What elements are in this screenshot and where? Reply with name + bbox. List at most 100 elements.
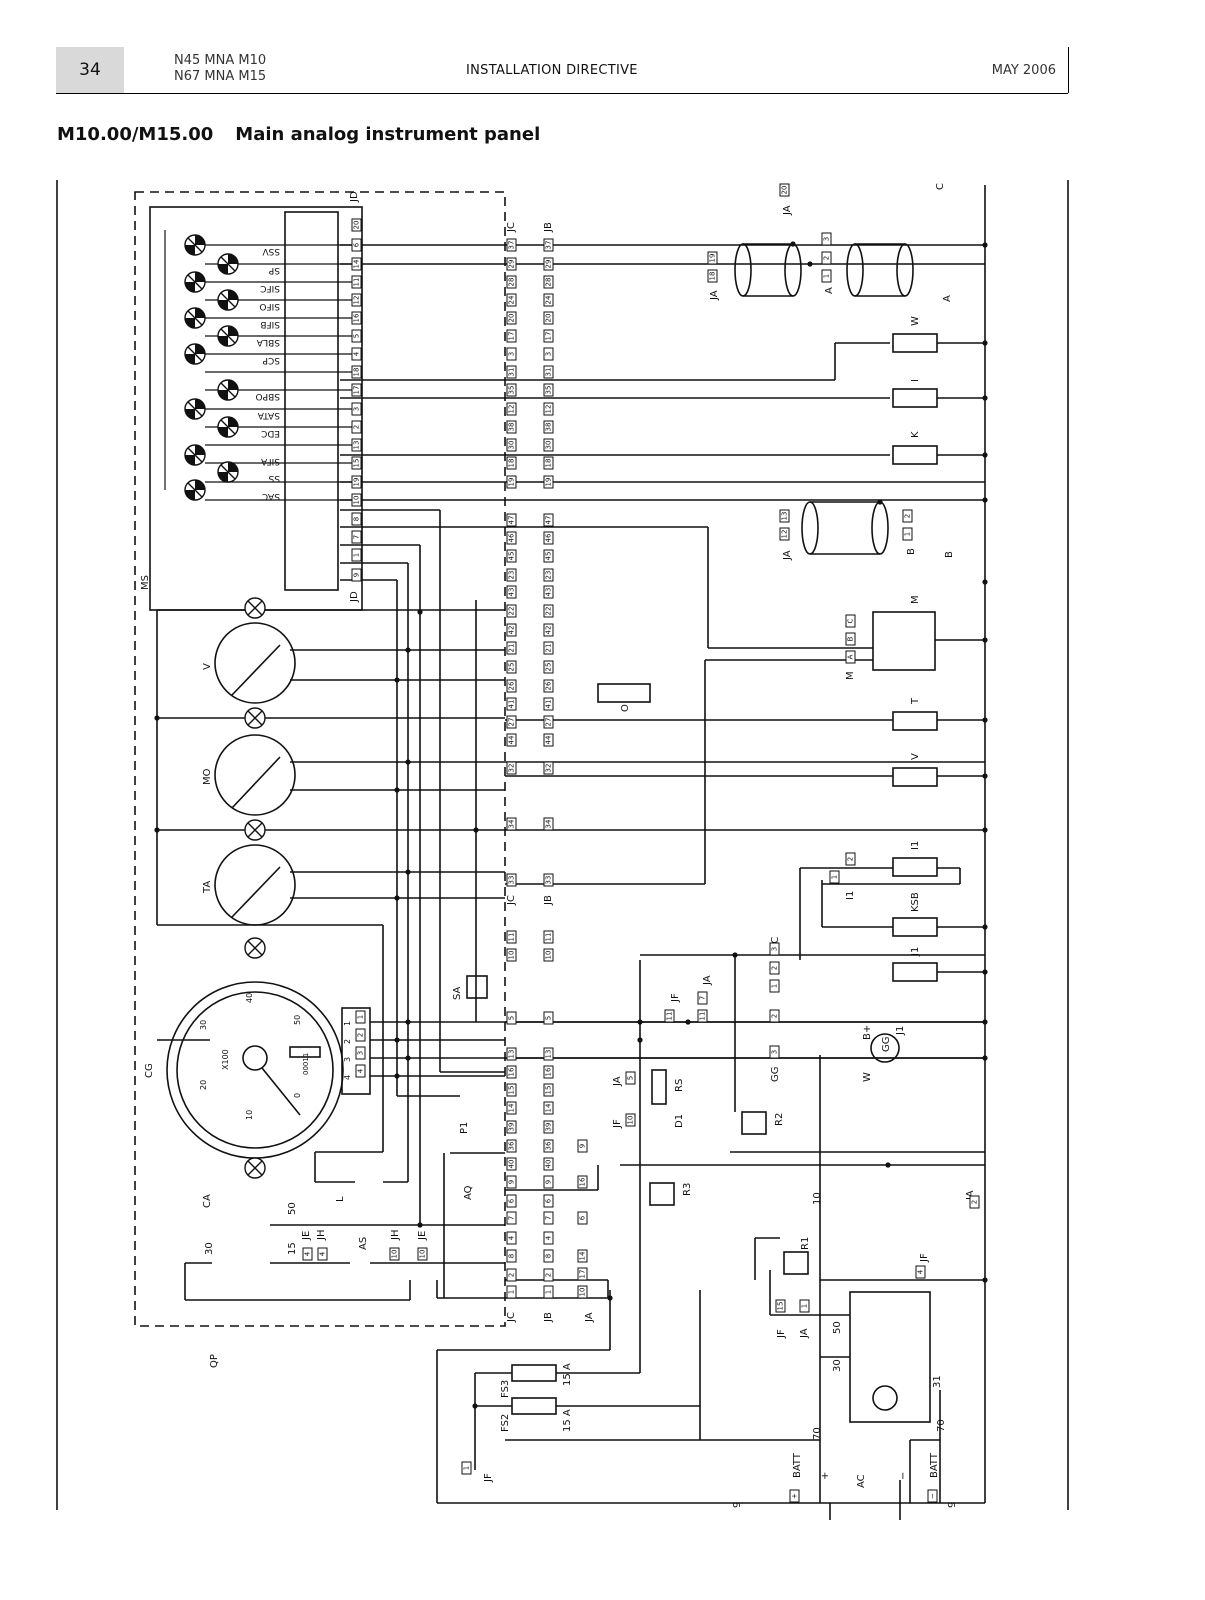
jb-pin-12: 12 [543, 402, 554, 416]
jd-pin-18: 18 [351, 365, 362, 379]
jc-mid-pin-4-29: 4 [506, 1231, 517, 1245]
jc-mid-pin-42-6: 42 [506, 623, 517, 637]
junction-22 [982, 773, 988, 779]
jc-mid-pin-46-1: 46 [506, 531, 517, 545]
svg-text:10: 10 [627, 1116, 635, 1125]
jb-mid-pin-33-15: 33 [543, 873, 554, 887]
right-pin-22: 11 [664, 1009, 675, 1023]
svg-text:11: 11 [699, 1012, 707, 1021]
svg-text:16: 16 [579, 1177, 587, 1186]
svg-text:46: 46 [545, 533, 553, 542]
jb-pin-30: 30 [543, 438, 554, 452]
right-pin-33: 4 [915, 1265, 926, 1279]
jb-mid-pin-45-2: 45 [543, 549, 554, 563]
svg-text:13: 13 [781, 512, 789, 521]
jb-mid-pin-9-26: 9 [543, 1175, 554, 1189]
svg-text:16: 16 [353, 313, 361, 322]
comp-m-pin-label: M [845, 671, 856, 680]
junction-7 [394, 895, 400, 901]
junction-5 [394, 677, 400, 683]
connector-jd-bottom-label: JD [349, 591, 360, 603]
junction-16 [982, 395, 988, 401]
junction-33 [394, 1037, 400, 1043]
tacho-lamp-bottom [244, 1157, 266, 1179]
jb-mid-pin-5-18: 5 [543, 1011, 554, 1025]
jc-pin-12: 12 [506, 402, 517, 416]
gauge-mo-label: MO [202, 768, 213, 785]
svg-text:28: 28 [508, 278, 516, 287]
svg-text:4: 4 [304, 1251, 312, 1256]
jb-pin-28: 28 [543, 275, 554, 289]
svg-text:18: 18 [709, 272, 717, 281]
line-10-label: 10 [812, 1192, 823, 1205]
jb-mid-pin-4-29: 4 [543, 1231, 554, 1245]
gg-bplus-label: B+ [862, 1025, 873, 1040]
svg-text:10: 10 [353, 496, 361, 505]
header-right-rule [1068, 47, 1069, 93]
alternator-gg [870, 1033, 900, 1063]
jb-mid-pin-25-8: 25 [543, 660, 554, 674]
lamp-sbla [217, 325, 239, 347]
ca-15-label: 15 [287, 1242, 298, 1255]
junction-38 [807, 261, 813, 267]
jc-pin-3: 3 [506, 347, 517, 361]
svg-text:1: 1 [831, 875, 839, 879]
model-2: N67 MNA M15 [174, 69, 267, 84]
jc-pin-28: 28 [506, 275, 517, 289]
junction-1 [154, 827, 160, 833]
lamp-label-sifo: SIFO [259, 301, 280, 311]
junction-14 [982, 242, 988, 248]
svg-text:26: 26 [545, 681, 553, 690]
tacho-pin-label-3: 3 [343, 1057, 352, 1062]
jc-pin-24: 24 [506, 293, 517, 307]
right-pin-17: 1 [769, 979, 780, 993]
junction-27 [982, 1055, 988, 1061]
junction-18 [982, 497, 988, 503]
svg-text:32: 32 [508, 764, 516, 773]
lamp-label-ssv: SSV [262, 246, 280, 256]
svg-text:1: 1 [771, 984, 779, 988]
comp-i [892, 388, 938, 408]
comp-j1 [892, 962, 938, 982]
lamp-ss [217, 461, 239, 483]
jb-pin-3: 3 [543, 347, 554, 361]
line-70-right-label: 70 [936, 1419, 947, 1432]
right-pin-14: 1 [829, 870, 840, 884]
line-9-right-label: 9 [947, 1502, 958, 1508]
jd-pin-6: 6 [351, 238, 362, 252]
jb-mid-pin-13-19: 13 [543, 1047, 554, 1061]
svg-text:18: 18 [353, 368, 361, 377]
svg-text:3: 3 [823, 237, 831, 241]
svg-text:6: 6 [508, 1198, 516, 1203]
ja-rs-label: JA [612, 1076, 623, 1087]
tacho-pin-2: 2 [355, 1028, 366, 1042]
svg-text:15: 15 [508, 1086, 516, 1095]
jc-mid-pin-1-32: 1 [506, 1285, 517, 1299]
jc-pin-31: 31 [506, 365, 517, 379]
svg-text:42: 42 [545, 626, 553, 635]
ac-label: AC [856, 1474, 867, 1488]
comp-m-label: M [910, 595, 921, 604]
lamp-edc [217, 416, 239, 438]
svg-text:11: 11 [545, 933, 553, 942]
comp-t-label: T [910, 697, 921, 705]
ms-driver [284, 211, 339, 591]
lamp-label-sata: SATA [257, 410, 280, 420]
r2-relay [741, 1111, 767, 1135]
tacho-lamp-top [244, 937, 266, 959]
jb-mid-pin-36-24: 36 [543, 1139, 554, 1153]
svg-text:31: 31 [545, 368, 553, 377]
aq-label: AQ [463, 1185, 474, 1200]
comp-o [597, 683, 651, 703]
jc-mid-pin-21-7: 21 [506, 641, 517, 655]
jc-pin-17: 17 [506, 329, 517, 343]
junction-32 [405, 1019, 411, 1025]
jd-pin-5: 5 [351, 329, 362, 343]
junction-19 [982, 579, 988, 585]
junction-10 [637, 1019, 643, 1025]
svg-text:26: 26 [508, 681, 516, 690]
svg-text:6: 6 [579, 1215, 587, 1220]
junction-17 [982, 452, 988, 458]
r3-relay [649, 1182, 675, 1206]
junction-30 [607, 1295, 613, 1301]
